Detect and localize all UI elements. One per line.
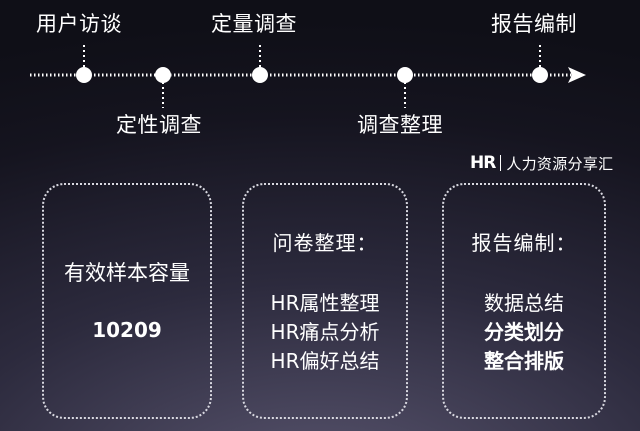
timeline-node-2 [155,67,171,83]
stage-label-1: 用户访谈 [36,12,122,36]
stage-label-5: 报告编制 [491,12,577,36]
box-3-line-4: 整合排版 [484,349,564,373]
brand-watermark: HR 人力资源分享汇 [470,152,613,174]
summary-box-sample: 有效样本容量 10209 [42,183,212,419]
brand-logo: HR [470,153,496,173]
box-1-line-2: 10209 [92,318,162,342]
timeline-node-3 [252,67,268,83]
summary-box-questionnaire: 问卷整理： HR属性整理 HR痛点分析 HR偏好总结 [242,183,408,419]
timeline-connectors [83,45,541,108]
timeline-node-1 [76,67,92,83]
box-2-line-1: 问卷整理： [272,231,378,255]
box-1-line-1: 有效样本容量 [64,261,190,285]
timeline [30,45,586,108]
box-3-line-2: 数据总结 [484,291,564,315]
stage-label-2: 定性调查 [116,113,202,137]
brand-separator [500,155,502,171]
timeline-arrowhead-icon [568,67,586,83]
timeline-node-5 [532,67,548,83]
box-3-line-3: 分类划分 [484,320,564,344]
box-2-line-3: HR痛点分析 [270,320,380,344]
box-3-line-1: 报告编制： [471,231,577,255]
stage-label-4: 调查整理 [357,113,443,137]
stage-label-3: 定量调查 [211,12,297,36]
timeline-nodes [76,67,548,83]
box-2-line-2: HR属性整理 [270,291,380,315]
box-2-line-4: HR偏好总结 [270,349,380,373]
summary-box-report: 报告编制： 数据总结 分类划分 整合排版 [442,183,606,419]
brand-name: 人力资源分享汇 [506,154,614,173]
timeline-node-4 [397,67,413,83]
